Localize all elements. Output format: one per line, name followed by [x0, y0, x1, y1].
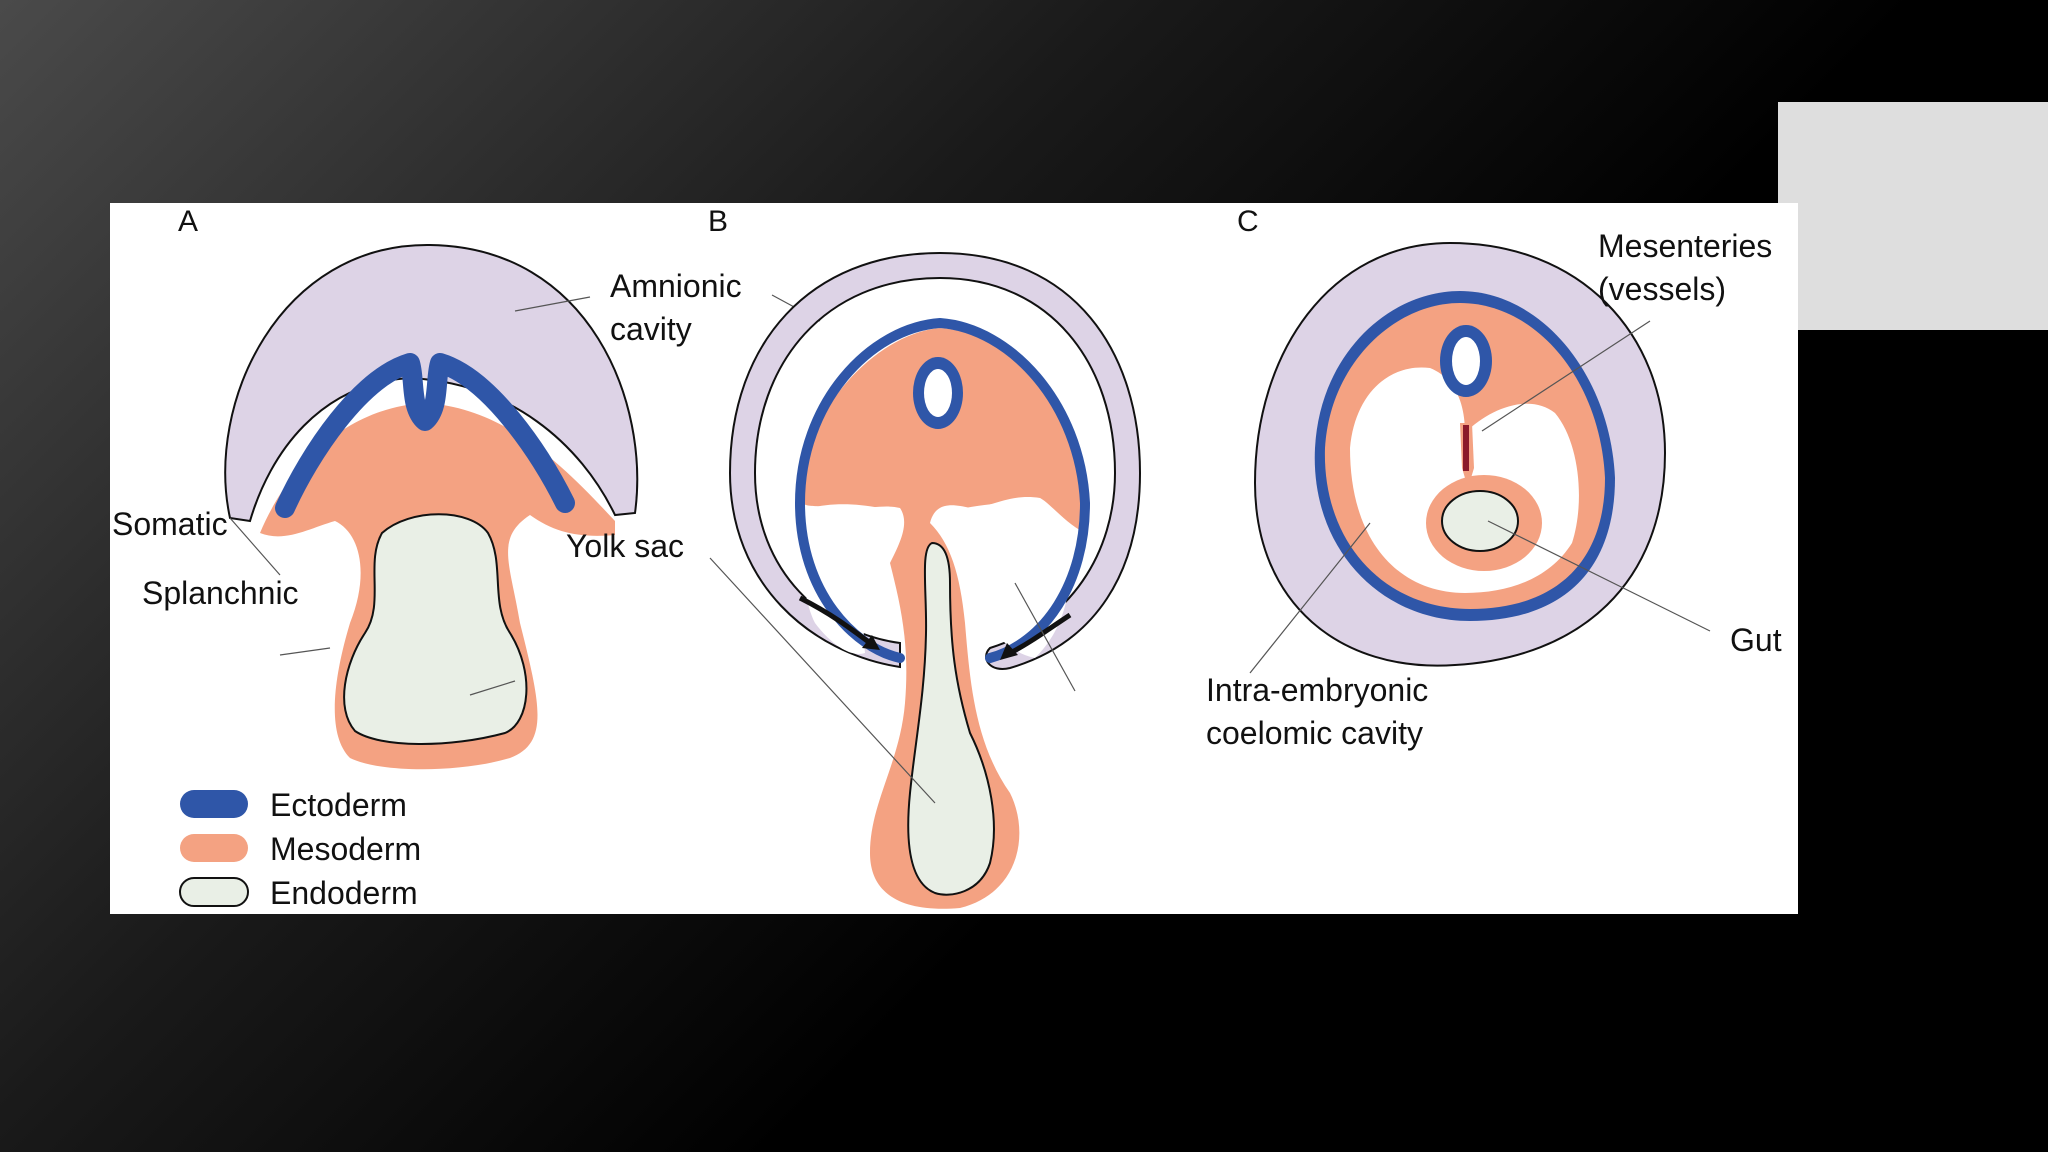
panel-a-letter: A — [178, 205, 198, 238]
coelom-label-line1: Intra-embryonic — [1206, 672, 1428, 708]
panel-a: A Somatic Splanchnic — [112, 205, 639, 770]
panel-b-amnion — [728, 251, 1142, 670]
mesenteries-label-line2: (vessels) — [1598, 271, 1726, 307]
panel-c-gut — [1441, 490, 1519, 552]
panel-b-letter: B — [708, 205, 728, 238]
panel-b-coelom-left — [803, 504, 890, 654]
legend-swatch-mesoderm — [180, 834, 248, 862]
amnionic-cavity-callout: Amnionic cavity — [610, 268, 821, 347]
mesenteries-label-line1: Mesenteries — [1598, 228, 1772, 264]
legend-label-ectoderm: Ectoderm — [270, 787, 407, 823]
splanchnic-label: Splanchnic — [142, 575, 299, 611]
panel-c: C — [1237, 205, 1711, 674]
gray-overlay-box — [1778, 102, 2048, 330]
panel-b-ectoderm — [794, 317, 1091, 663]
yolk-sac-label: Yolk sac — [566, 528, 684, 564]
panel-b: B — [708, 205, 1142, 909]
coelom-label-line2: coelomic cavity — [1206, 715, 1423, 751]
amnionic-cavity-label-line1: Amnionic — [610, 268, 742, 304]
legend-swatch-endoderm — [179, 877, 249, 907]
panel-a-ectoderm — [275, 353, 575, 518]
embryo-folding-figure: A Somatic Splanchnic Amnionic cavity B — [110, 203, 1798, 914]
panel-a-yolk-sac — [343, 513, 528, 745]
legend-swatch-ectoderm — [180, 790, 248, 818]
legend-label-mesoderm: Mesoderm — [270, 831, 421, 867]
panel-c-letter: C — [1237, 205, 1259, 238]
somatic-label: Somatic — [112, 506, 228, 542]
panel-b-fold-arrow-right — [1008, 612, 1072, 656]
gut-label: Gut — [1730, 622, 1782, 658]
panel-b-yolk-sac — [907, 541, 995, 896]
amnionic-cavity-label-line2: cavity — [610, 311, 692, 347]
legend-label-endoderm: Endoderm — [270, 875, 418, 911]
legend: Ectoderm Mesoderm Endoderm — [179, 787, 421, 911]
panel-b-fold-arrow-left — [798, 595, 872, 646]
